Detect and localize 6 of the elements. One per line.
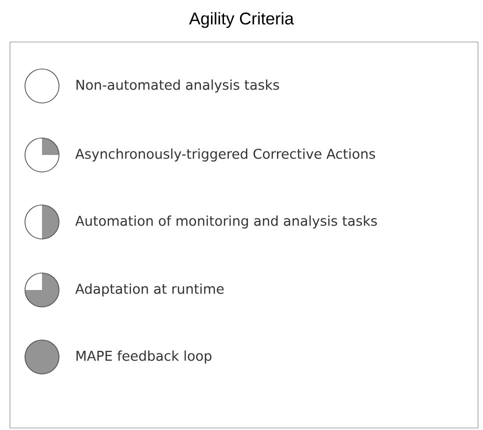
legend-text: Non-automated analysis tasks: [76, 79, 280, 93]
legend-text: Automation of monitoring and analysis tasks: [75, 215, 377, 229]
legend-text: MAPE feedback loop: [76, 350, 212, 364]
legend-text: Asynchronously-triggered Corrective Actions: [75, 148, 376, 162]
title: Agility Criteria: [189, 12, 294, 28]
legend-text: Adaptation at runtime: [75, 283, 224, 297]
